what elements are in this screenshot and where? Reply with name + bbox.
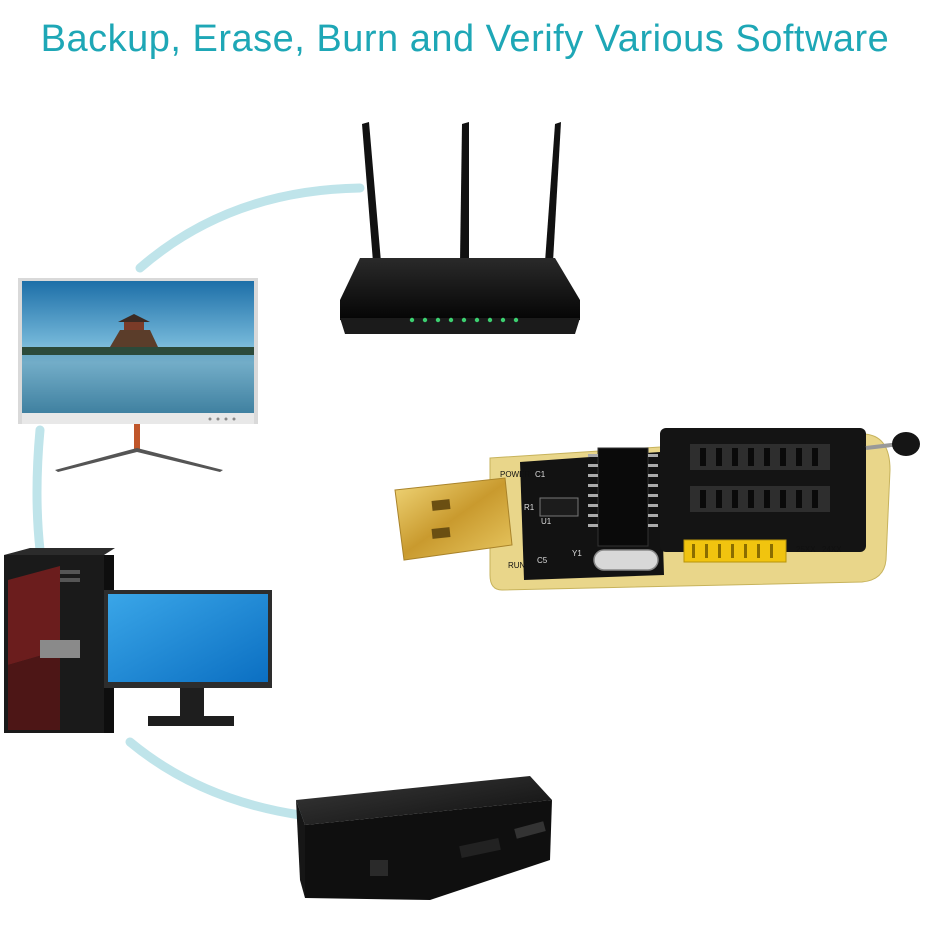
- label-u1: U1: [541, 517, 552, 526]
- desktop-computer-icon: [4, 548, 272, 733]
- usb-plug: [394, 477, 513, 561]
- label-25xx: 25XX: [796, 545, 816, 554]
- label-c5: C5: [537, 556, 548, 565]
- usb-eeprom-programmer-icon: POWER RUN C1 C5 R1 U1 Y1 25XX 24XX: [394, 428, 920, 591]
- label-c1: C1: [535, 470, 546, 479]
- label-run: RUN: [508, 561, 526, 570]
- label-y1: Y1: [572, 549, 582, 558]
- headline: Backup, Erase, Burn and Verify Various S…: [40, 18, 890, 60]
- connector-arcs: [32, 183, 365, 820]
- flat-monitor-icon: [18, 278, 258, 472]
- label-24xx: 24XX: [822, 545, 842, 554]
- label-r1: R1: [524, 503, 535, 512]
- zif-lever-knob: [892, 432, 920, 456]
- set-top-box-icon: [296, 776, 552, 900]
- wifi-router-icon: [340, 122, 580, 334]
- pin-header: [683, 539, 787, 563]
- label-power: POWER: [500, 470, 530, 479]
